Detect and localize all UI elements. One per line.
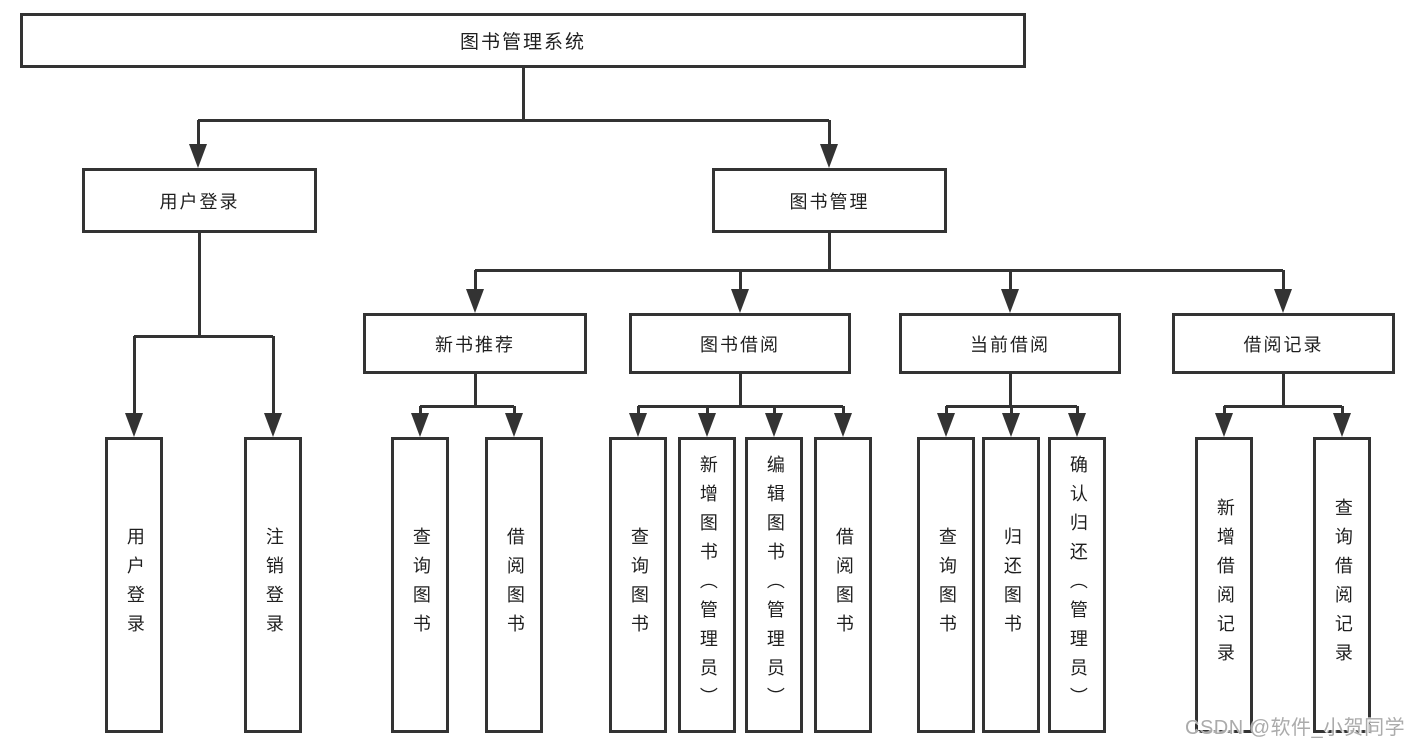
node-borrow-record: 借阅记录 [1172,313,1395,374]
connector-arrowhead-down [264,413,282,437]
connector-arrowhead-down [937,413,955,437]
connector-line [828,233,831,270]
node-book-borrow: 图书借阅 [629,313,851,374]
connector-line [132,336,136,419]
connector-line [271,336,275,419]
connector-line [738,270,742,295]
connector-line [944,406,948,419]
connector-line [473,270,477,295]
node-current-borrow: 当前借阅 [899,313,1121,374]
connector-line [1224,404,1342,408]
connector-arrowhead-down [698,413,716,437]
node-new-book-recommend: 新书推荐 [363,313,587,374]
connector-line [1281,374,1285,406]
leaf-logout: 注销登录 [244,437,302,733]
leaf-query-borrow-record: 查询借阅记录 [1313,437,1371,733]
connector-arrowhead-down [1001,289,1019,313]
connector-line [1009,406,1013,419]
connector-arrowhead-down [1068,413,1086,437]
leaf-confirm-return-admin: 确认归还（管理员） [1048,437,1106,733]
connector-arrowhead-down [505,413,523,437]
connector-arrowhead-down [629,413,647,437]
connector-line [1008,374,1012,406]
leaf-user-login: 用户登录 [105,437,163,733]
connector-arrowhead-down [820,144,838,168]
leaf-return-book: 归还图书 [982,437,1040,733]
connector-line [512,406,516,419]
leaf-query-books-current: 查询图书 [917,437,975,733]
connector-line [841,406,845,419]
leaf-add-book-admin: 新增图书（管理员） [678,437,736,733]
connector-line [772,406,776,419]
leaf-add-borrow-record: 新增借阅记录 [1195,437,1253,733]
connector-line [705,406,709,419]
leaf-borrow-books-recommend: 借阅图书 [485,437,543,733]
connector-line [198,118,829,122]
connector-arrowhead-down [834,413,852,437]
connector-arrowhead-down [765,413,783,437]
connector-line [1075,406,1079,419]
connector-line [827,120,831,150]
connector-line [738,374,742,406]
connector-arrowhead-down [731,289,749,313]
node-root: 图书管理系统 [20,13,1026,68]
connector-line [636,406,640,419]
leaf-query-books-borrow: 查询图书 [609,437,667,733]
connector-line [1222,406,1226,419]
connector-arrowhead-down [1274,289,1292,313]
node-user-login: 用户登录 [82,168,317,233]
connector-arrowhead-down [189,144,207,168]
leaf-edit-book-admin: 编辑图书（管理员） [745,437,803,733]
connector-line [473,374,477,406]
connector-arrowhead-down [466,289,484,313]
connector-line [1008,270,1012,295]
connector-arrowhead-down [1215,413,1233,437]
connector-line [475,268,1283,272]
connector-line [198,233,201,336]
connector-line [418,406,422,419]
connector-line [1281,270,1285,295]
connector-line [521,68,525,120]
leaf-query-books-recommend: 查询图书 [391,437,449,733]
connector-arrowhead-down [1333,413,1351,437]
connector-line [420,404,514,408]
node-book-management: 图书管理 [712,168,947,233]
connector-line [1340,406,1344,419]
leaf-borrow-books: 借阅图书 [814,437,872,733]
connector-line [134,334,273,338]
connector-arrowhead-down [1002,413,1020,437]
connector-arrowhead-down [411,413,429,437]
connector-arrowhead-down [125,413,143,437]
connector-line [638,404,843,408]
csdn-watermark: CSDN @软件_小贺同学 [1185,717,1405,739]
connector-line [196,120,200,150]
